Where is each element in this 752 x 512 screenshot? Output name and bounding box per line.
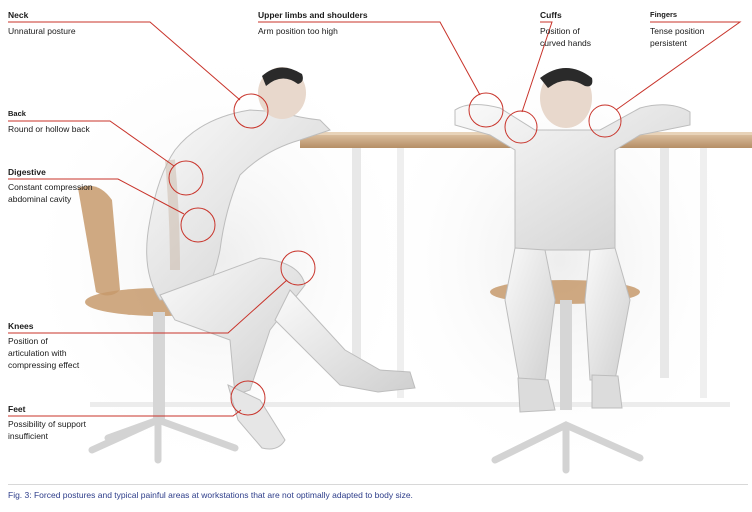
digestive-title: Digestive bbox=[8, 167, 46, 177]
fingers-title: Fingers bbox=[650, 10, 678, 19]
figure-caption: Fig. 3: Forced postures and typical pain… bbox=[8, 490, 413, 500]
feet-marker bbox=[230, 380, 266, 416]
upper-limbs-title: Upper limbs and shoulders bbox=[258, 10, 368, 20]
digestive-desc: Constant compression abdominal cavity bbox=[8, 182, 93, 204]
knees-marker bbox=[280, 250, 316, 286]
digestive-marker bbox=[180, 207, 216, 243]
feet-desc: Possibility of support insufficient bbox=[8, 419, 86, 441]
label-knees: Knees Position of articulation with comp… bbox=[8, 320, 79, 371]
label-feet: Feet Possibility of support insufficient bbox=[8, 403, 86, 442]
cuffs-desc: Position of curved hands bbox=[540, 26, 592, 48]
caption-divider bbox=[8, 484, 748, 485]
knees-title: Knees bbox=[8, 321, 34, 331]
upper-limbs-marker bbox=[468, 92, 504, 128]
label-back: Back Round or hollow back bbox=[8, 108, 90, 135]
left-figure bbox=[146, 67, 416, 450]
back-desc: Round or hollow back bbox=[8, 124, 90, 134]
cuffs-marker bbox=[504, 110, 538, 144]
cuffs-title: Cuffs bbox=[540, 10, 562, 20]
fingers-marker bbox=[588, 104, 622, 138]
back-marker bbox=[168, 160, 204, 196]
fingers-desc: Tense position persistent bbox=[650, 26, 705, 48]
neck-desc: Unnatural posture bbox=[8, 26, 76, 36]
label-digestive: Digestive Constant compression abdominal… bbox=[8, 166, 93, 205]
feet-title: Feet bbox=[8, 404, 26, 414]
label-cuffs: Cuffs Position of curved hands bbox=[540, 9, 591, 49]
knees-desc: Position of articulation with compressin… bbox=[8, 336, 80, 370]
label-fingers: Fingers Tense position persistent bbox=[650, 9, 704, 49]
right-figure bbox=[454, 68, 691, 413]
back-title: Back bbox=[8, 109, 26, 118]
label-upper-limbs: Upper limbs and shoulders Arm position t… bbox=[258, 9, 368, 37]
neck-title: Neck bbox=[8, 10, 29, 20]
label-neck: Neck Unnatural posture bbox=[8, 9, 76, 37]
upper-limbs-desc: Arm position too high bbox=[258, 26, 338, 36]
neck-marker bbox=[233, 93, 269, 129]
